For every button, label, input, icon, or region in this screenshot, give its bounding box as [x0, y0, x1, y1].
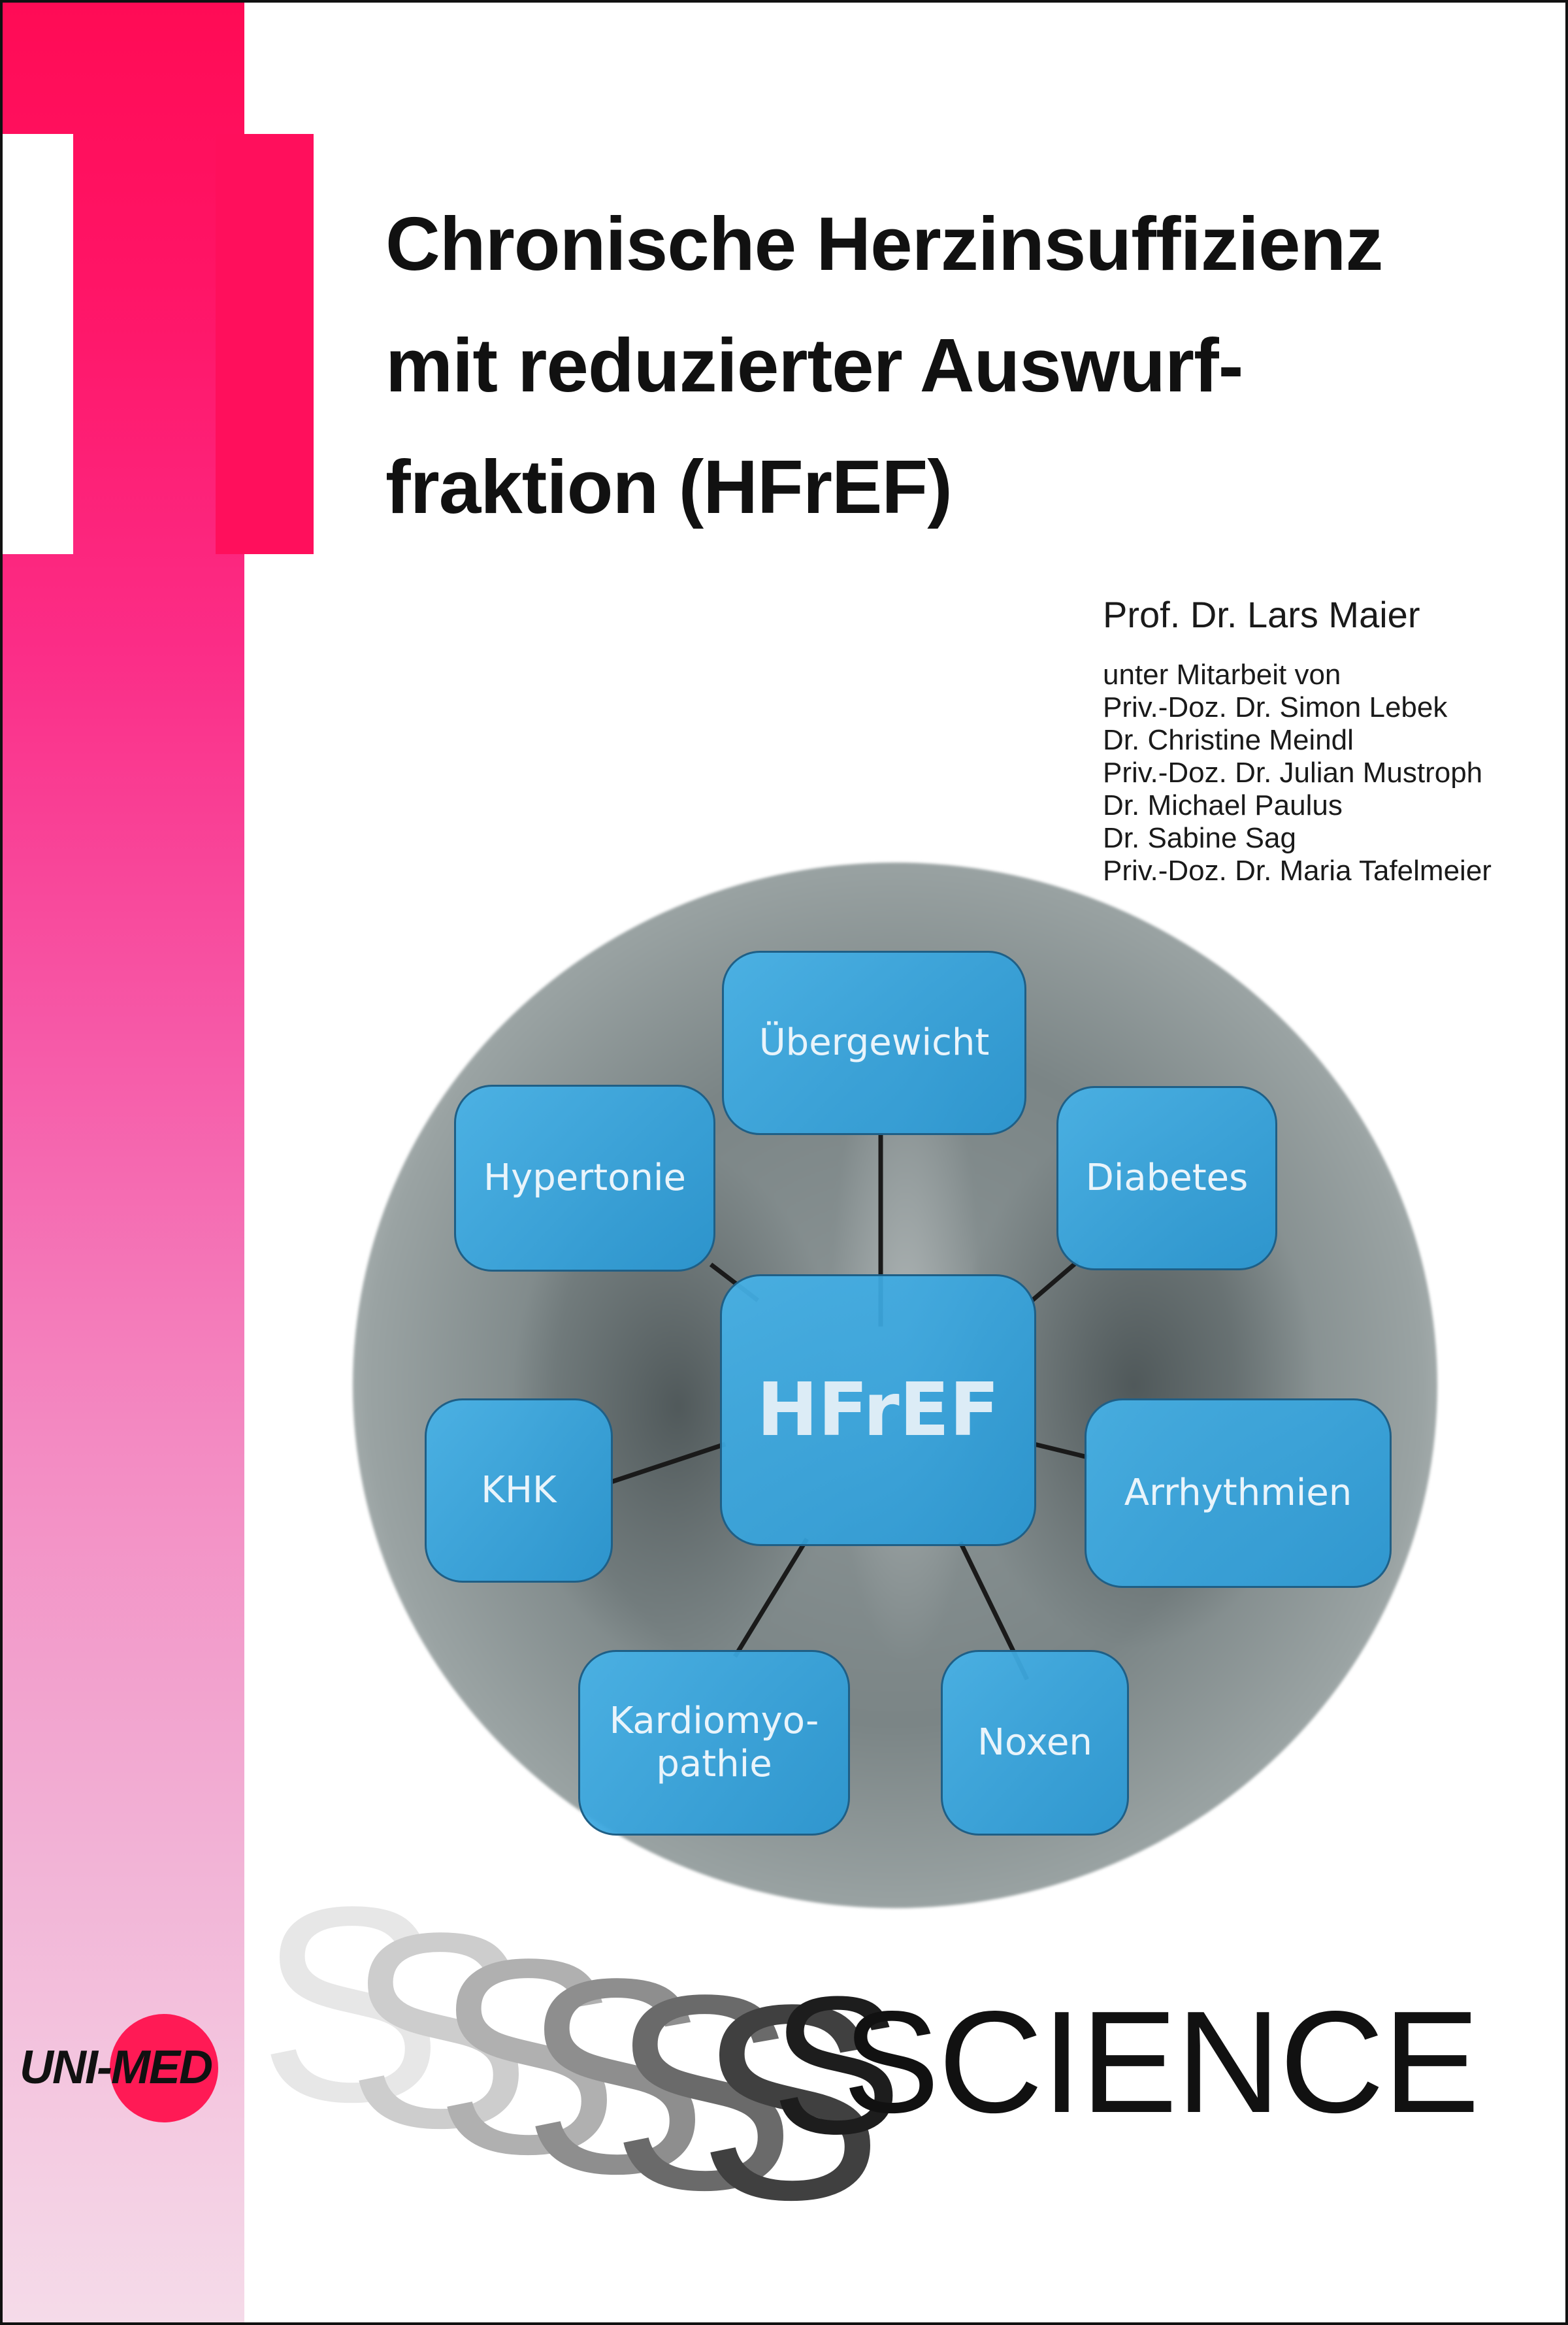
node-noxen: Noxen — [941, 1650, 1129, 1836]
node-uebergewicht: Übergewicht — [722, 951, 1026, 1135]
title-line-1: Chronische Herzinsuffizienz — [385, 201, 1383, 286]
publisher-logo-circle — [110, 2014, 218, 2122]
title-line-2: mit reduzierter Auswurf- — [385, 323, 1243, 408]
contributor-item: Priv.-Doz. Dr. Maria Tafelmeier — [1103, 855, 1492, 887]
node-hfref-center: HFrEF — [720, 1274, 1036, 1546]
contributor-item: Priv.-Doz. Dr. Julian Mustroph — [1103, 757, 1483, 789]
node-khk: KHK — [425, 1398, 613, 1583]
node-kardiomyopathie: Kardiomyo- pathie — [578, 1650, 850, 1836]
series-letter: S — [434, 1902, 620, 2212]
pink-bar-arm — [216, 134, 314, 554]
connector-left — [610, 1442, 727, 1485]
series-letter: S — [258, 1849, 444, 2160]
contributors-intro: unter Mitarbeit von — [1103, 659, 1341, 691]
title-line-3: fraktion (HFrEF) — [385, 444, 953, 529]
publisher-logo-text: UNI-MED — [20, 2041, 213, 2094]
contributors-block: unter Mitarbeit von Priv.-Doz. Dr. Simon… — [1103, 659, 1492, 887]
node-arrhythmien: Arrhythmien — [1085, 1398, 1392, 1588]
connector-upper-right — [1030, 1259, 1080, 1302]
series-letter: S — [523, 1921, 708, 2232]
connector-right — [1034, 1442, 1088, 1460]
main-author: Prof. Dr. Lars Maier — [1103, 594, 1420, 635]
series-letter: S — [346, 1875, 532, 2186]
node-diabetes: Diabetes — [1056, 1086, 1277, 1270]
node-hypertonie: Hypertonie — [454, 1085, 715, 1272]
contributor-item: Dr. Michael Paulus — [1103, 789, 1343, 821]
contributor-item: Dr. Christine Meindl — [1103, 724, 1354, 756]
contributor-item: Priv.-Doz. Dr. Simon Lebek — [1103, 691, 1448, 723]
series-letter: S — [771, 1955, 902, 2175]
connector-lower-left — [733, 1538, 809, 1658]
series-science-word: SCIENCE — [843, 1981, 1480, 2143]
contributor-item: Dr. Sabine Sag — [1103, 822, 1296, 854]
book-title: Chronische Herzinsuffizienz mit reduzier… — [385, 183, 1535, 548]
series-letter: S — [611, 1938, 796, 2248]
white-notch — [3, 134, 73, 554]
series-letter: S — [698, 1947, 883, 2258]
